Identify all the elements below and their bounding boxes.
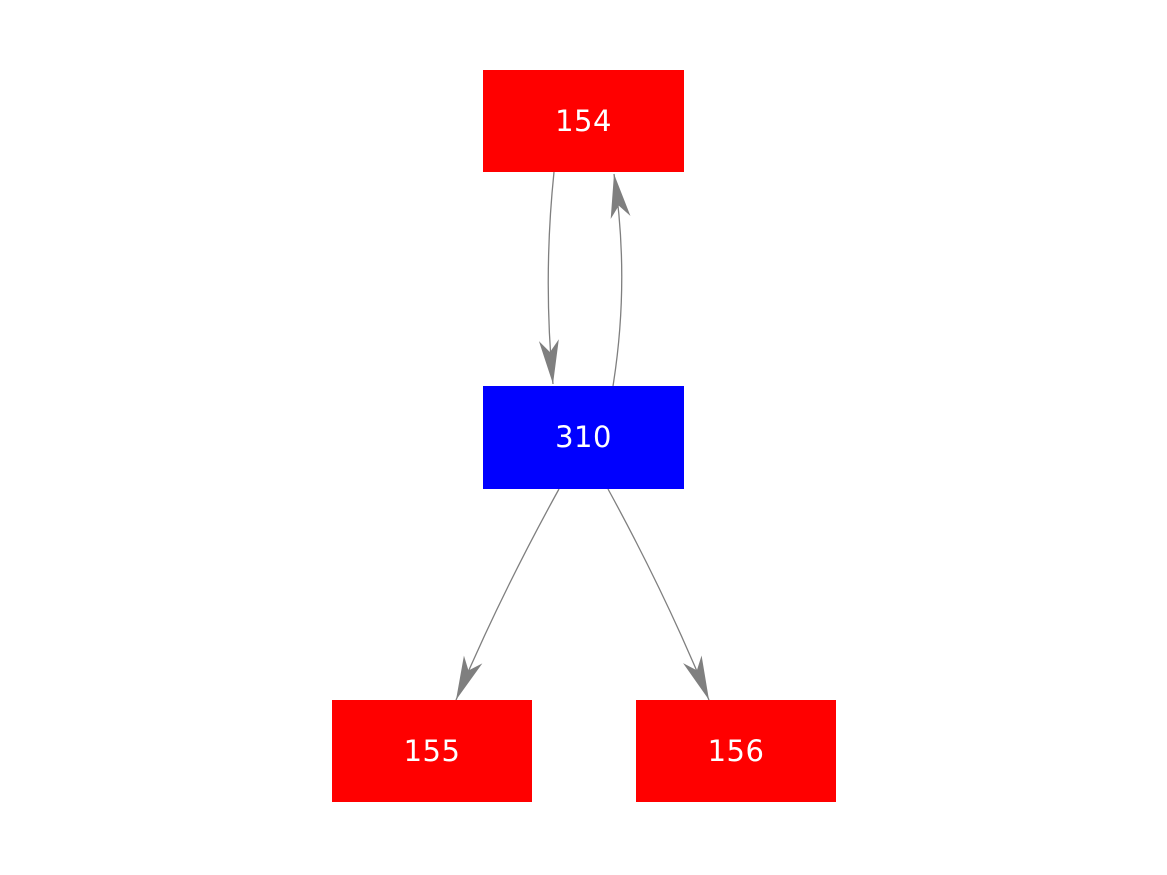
node-156-label: 156 <box>707 733 765 768</box>
edge-154-to-310 <box>538 171 559 385</box>
node-310: 310 <box>483 386 684 489</box>
node-155: 155 <box>332 700 532 802</box>
node-154: 154 <box>483 70 684 172</box>
node-156: 156 <box>636 700 836 802</box>
node-155-label: 155 <box>403 733 461 768</box>
node-310-label: 310 <box>555 420 612 454</box>
node-154-label: 154 <box>555 103 612 138</box>
edge-310-to-156 <box>607 488 710 701</box>
edge-310-to-155 <box>455 488 560 701</box>
edge-310-to-154 <box>610 173 631 387</box>
